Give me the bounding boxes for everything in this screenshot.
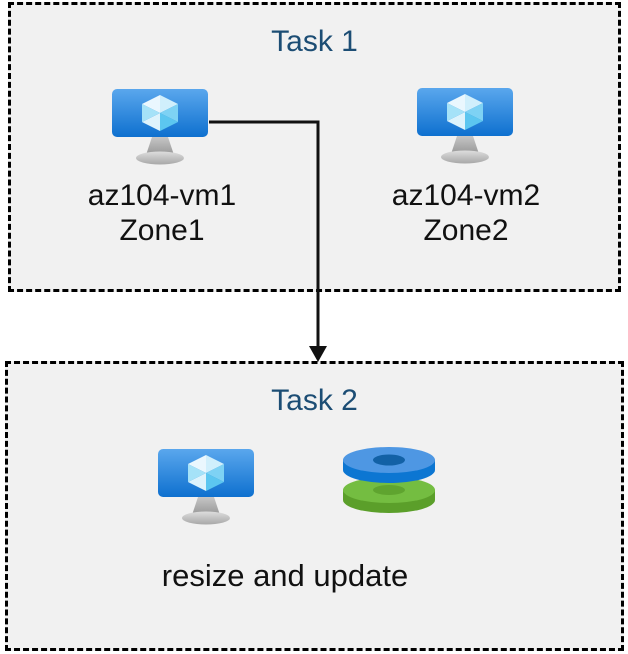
vm1-label: az104-vm1 Zone1 <box>62 178 262 248</box>
virtual-machine-icon <box>111 88 209 166</box>
task2-caption: resize and update <box>161 558 409 593</box>
vm2-zone: Zone2 <box>423 214 509 247</box>
vm2-label: az104-vm2 Zone2 <box>366 178 566 248</box>
task2-title: Task 2 <box>271 384 358 417</box>
vm2-name: az104-vm2 <box>391 179 541 212</box>
virtual-machine-icon <box>157 448 255 526</box>
managed-disks-icon <box>339 444 439 514</box>
vm1-zone: Zone1 <box>119 214 205 247</box>
arrow-head-icon <box>309 346 327 362</box>
task2-box <box>5 361 624 651</box>
vm1-name: az104-vm1 <box>87 179 237 212</box>
task1-title: Task 1 <box>271 25 358 58</box>
virtual-machine-icon <box>416 87 514 165</box>
